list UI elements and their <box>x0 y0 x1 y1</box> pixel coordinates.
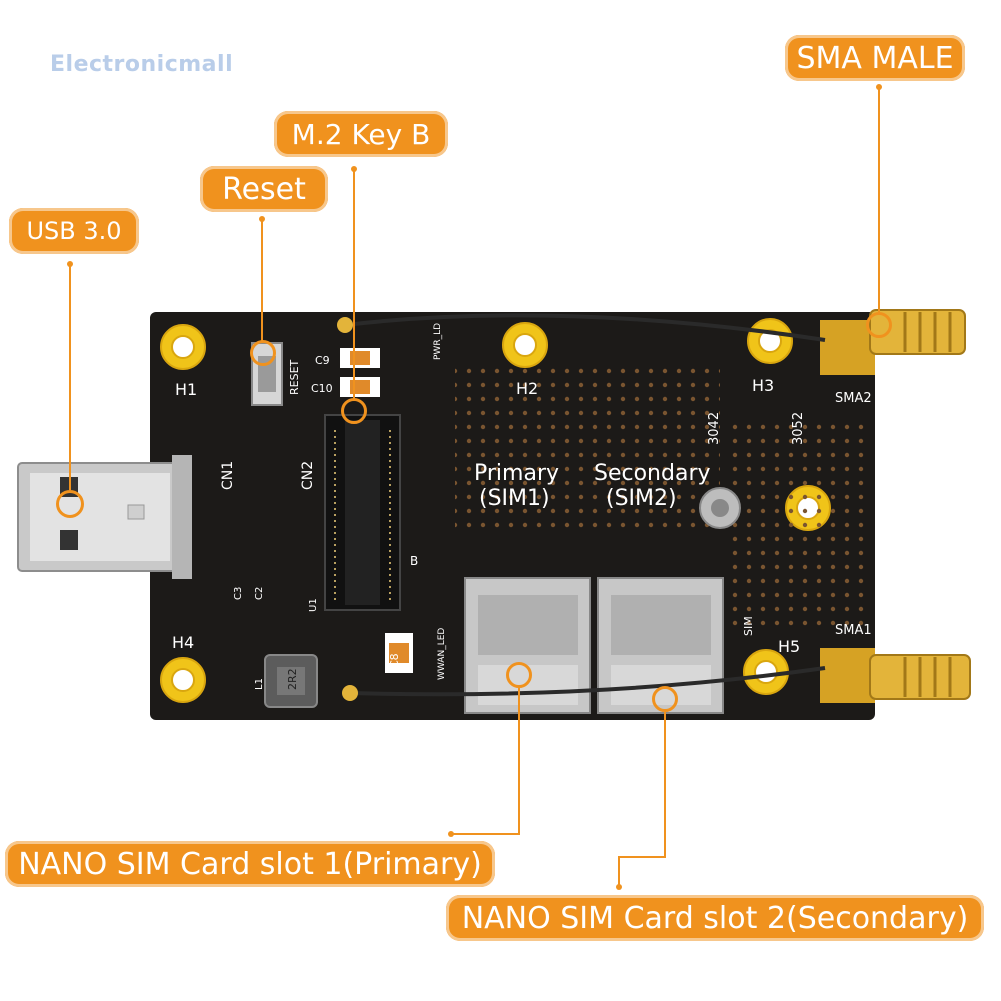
leader-ring-sma <box>866 312 892 338</box>
silk-secondary: Secondary <box>594 461 711 486</box>
silk-sma2: SMA2 <box>835 391 872 406</box>
leader-ring-reset <box>250 340 276 366</box>
sma-connector-top <box>820 309 966 375</box>
leader-dot-m2 <box>351 166 357 172</box>
callout-usb: USB 3.0 <box>9 208 139 254</box>
silk-pwr-ld: PWR_LD <box>433 323 443 360</box>
leader-ring-sim2 <box>652 686 678 712</box>
ipex-connector-top <box>337 317 353 333</box>
silk-secondary-sim: (SIM2) <box>606 486 677 511</box>
silk-b: B <box>410 554 418 568</box>
silk-c2: C2 <box>254 587 265 600</box>
silk-c3: C3 <box>233 587 244 600</box>
leader-dot-sim1 <box>448 831 454 837</box>
silk-h4: H4 <box>172 633 194 652</box>
leader-line-sim2-horizontal <box>618 856 666 858</box>
silk-h5: H5 <box>778 637 800 656</box>
via-grid <box>455 360 870 630</box>
silk-reset: RESET <box>288 359 301 395</box>
leader-line-sim2-vertical <box>664 712 666 857</box>
silk-h2: H2 <box>516 379 538 398</box>
standoff <box>699 487 741 529</box>
leader-ring-m2 <box>341 398 367 424</box>
leader-line-sim1-horizontal <box>452 833 520 835</box>
silk-cn2: CN2 <box>300 461 316 490</box>
silk-h1: H1 <box>175 380 197 399</box>
usb-connector <box>17 455 192 579</box>
m2-slot <box>324 414 401 611</box>
silk-wwan-led: WWAN_LED <box>437 628 447 680</box>
leader-line-usb <box>69 265 71 490</box>
silk-sim: SIM <box>742 616 755 636</box>
silk-c8: C8 <box>388 653 401 668</box>
leader-line-m2 <box>353 170 355 400</box>
leader-dot-sma <box>876 84 882 90</box>
leader-ring-sim1 <box>506 662 532 688</box>
silk-sma1: SMA1 <box>835 623 872 638</box>
silk-primary: Primary <box>474 461 559 486</box>
silk-3052: 3052 <box>791 412 806 445</box>
callout-sim2: NANO SIM Card slot 2(Secondary) <box>446 895 984 941</box>
callout-reset: Reset <box>200 166 328 212</box>
leader-line-reset <box>261 220 263 342</box>
silk-inductor-value: 2R2 <box>286 668 299 690</box>
ipex-connector-bottom <box>342 685 358 701</box>
silk-3042: 3042 <box>707 412 722 445</box>
silk-c9: C9 <box>315 354 330 367</box>
silk-l1: L1 <box>254 678 265 690</box>
antenna-cable-bottom <box>349 666 826 697</box>
sma-connector-bottom <box>820 648 971 703</box>
silk-primary-sim: (SIM1) <box>479 486 550 511</box>
leader-line-sim1-vertical <box>518 688 520 834</box>
leader-line-sma <box>878 88 880 313</box>
leader-ring-usb <box>56 490 84 518</box>
capacitors <box>340 348 413 673</box>
watermark-text: Electronicmall <box>50 52 234 77</box>
silk-u1: U1 <box>308 598 319 612</box>
callout-sim1: NANO SIM Card slot 1(Primary) <box>5 841 495 887</box>
antenna-cable-top <box>344 313 826 342</box>
silk-c10: C10 <box>311 382 333 395</box>
leader-dot-usb <box>67 261 73 267</box>
leader-line-sim2-drop <box>618 856 620 886</box>
callout-m2: M.2 Key B <box>274 111 448 157</box>
silk-cn1: CN1 <box>220 461 236 490</box>
inductor <box>264 654 318 708</box>
silk-h3: H3 <box>752 376 774 395</box>
leader-dot-reset <box>259 216 265 222</box>
callout-sma: SMA MALE <box>785 35 965 81</box>
leader-dot-sim2 <box>616 884 622 890</box>
